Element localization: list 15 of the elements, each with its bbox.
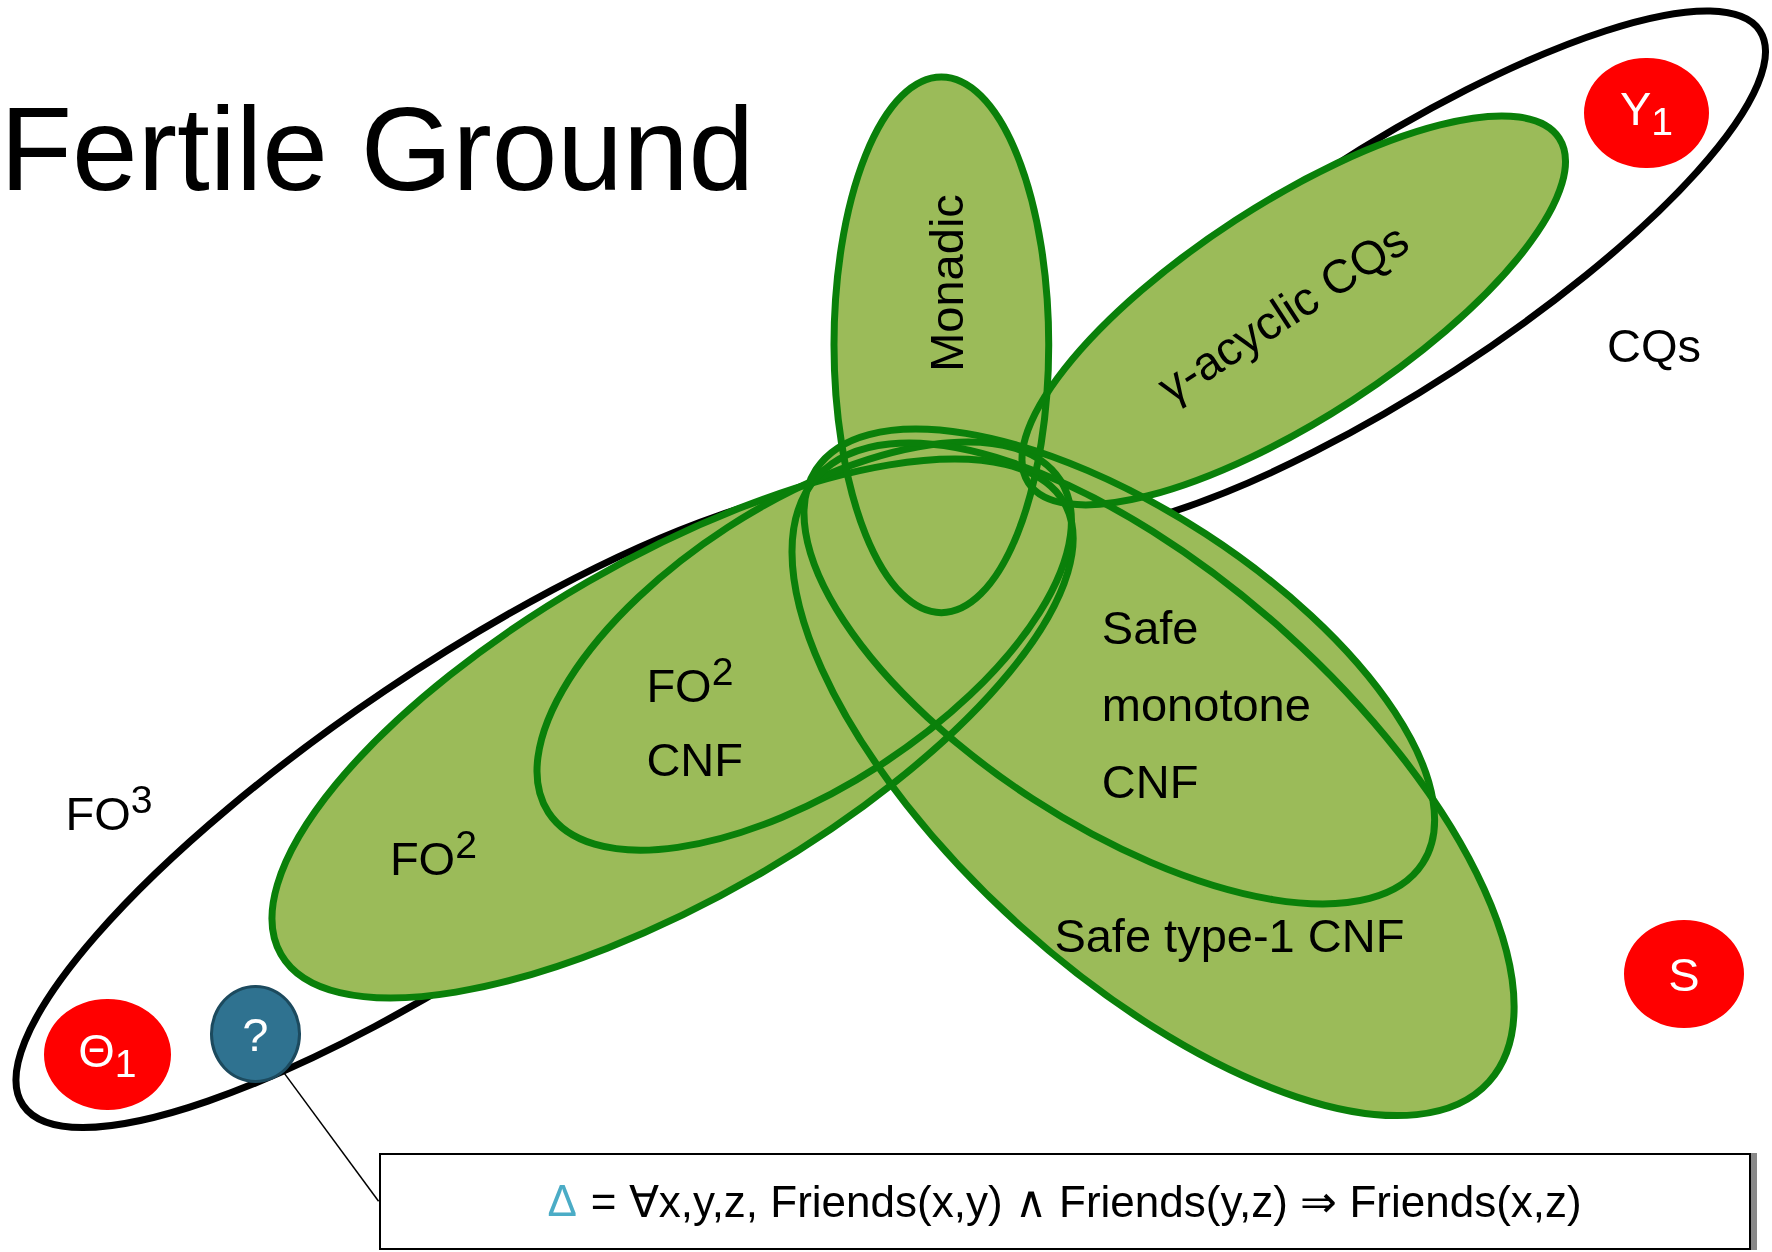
circle-node: Υ$_{1}$ [1584,57,1709,169]
circle-node: S [1623,919,1744,1029]
region-label: Safe type-1 CNF [1054,909,1405,962]
leader-line [282,1071,380,1203]
region-label: FO$^{3}$ [65,777,153,839]
region-label: FO$^{2}$ [389,822,477,885]
circle-node: ? [210,985,301,1083]
region-label: Safe monotone CNF [1101,599,1312,810]
region-label: Monadic [921,193,973,372]
region-label: FO$^{2}$ CNF [646,649,744,789]
formula-text: = ∀x,y,z, Friends(x,y) ∧ Friends(y,z) ⇒ Friends(x,z) [590,1175,1582,1227]
region-label: CQs [1607,319,1701,372]
circle-node: Θ$_{1}$ [44,999,171,1110]
title: Fertile Ground [0,82,755,217]
formula-symbol: Δ [547,1176,577,1227]
